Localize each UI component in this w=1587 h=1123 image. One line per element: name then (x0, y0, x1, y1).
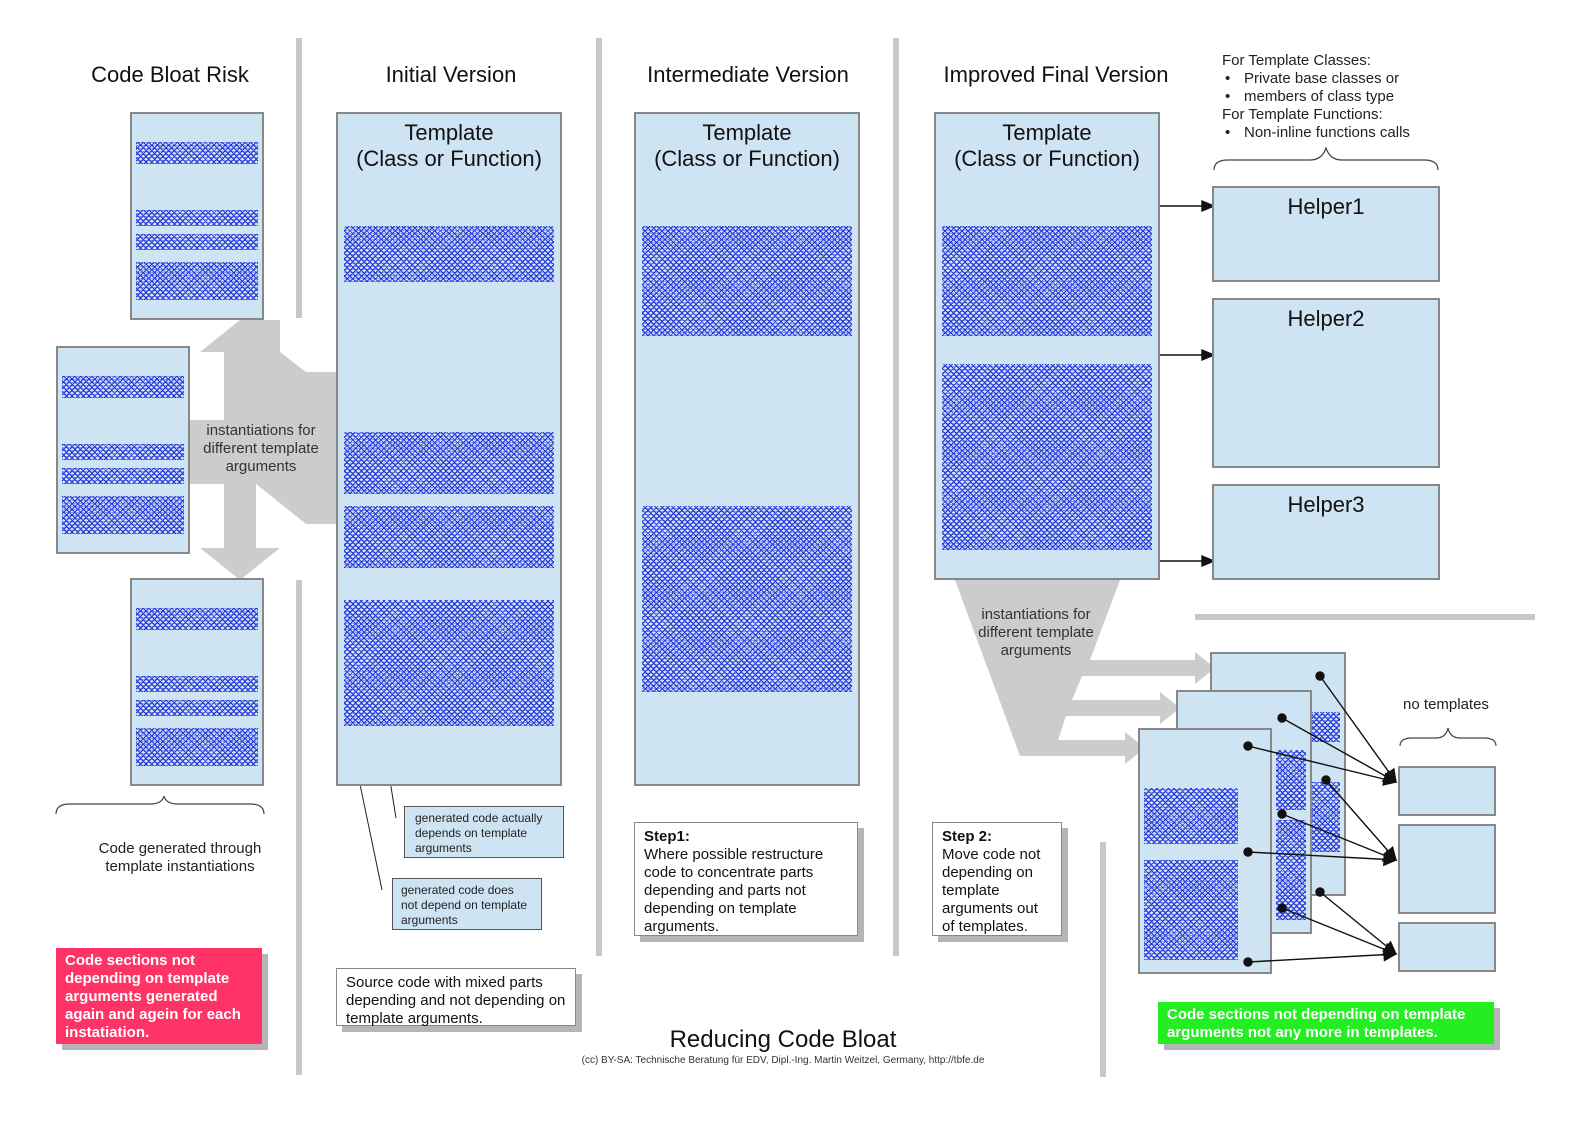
note-not-depends: generated code does not depend on templa… (392, 878, 542, 930)
template-intermediate-title: Template(Class or Function) (654, 120, 840, 171)
note-depends: generated code actually depends on templ… (404, 806, 564, 858)
helper1-box: Helper1 (1212, 186, 1440, 282)
divider-3 (893, 38, 899, 956)
red-callout: Code sections not depending on template … (56, 948, 262, 1044)
brace-helpers (1213, 146, 1439, 171)
instantiation-funnel-right (955, 580, 1215, 764)
divider-2 (596, 38, 602, 956)
divider-4 (1100, 842, 1106, 1077)
brace-generated (55, 795, 265, 815)
divider-1 (296, 38, 302, 318)
instance-bottom (130, 578, 264, 786)
no-template-box-2 (1398, 824, 1496, 914)
footer-credit: (cc) BY-SA: Technische Beratung für EDV,… (581, 1055, 985, 1066)
instantiations-label-right: instantiations for different template ar… (978, 606, 1094, 659)
column-title-improved: Improved Final Version (943, 62, 1169, 87)
instantiations-label-left: instantiations for different template ar… (203, 422, 319, 475)
brace-no-templates (1399, 727, 1497, 747)
instantiation-arrows-left (190, 320, 340, 580)
column-title-bloat: Code Bloat Risk (91, 62, 249, 87)
divider-horizontal (1195, 614, 1535, 620)
no-template-box-3 (1398, 922, 1496, 972)
template-initial-title: Template(Class or Function) (356, 120, 542, 171)
step2-note: Step 2: Move code not depending on templ… (932, 822, 1062, 936)
template-initial: Template(Class or Function) (336, 112, 562, 786)
template-improved-title: Template(Class or Function) (954, 120, 1140, 171)
column-title-intermediate: Intermediate Version (647, 62, 849, 87)
no-template-box-1 (1398, 766, 1496, 816)
instance-top (130, 112, 264, 320)
template-improved: Template(Class or Function) (934, 112, 1160, 580)
green-callout: Code sections not depending on template … (1158, 1002, 1494, 1044)
step1-note: Step1: Where possible restructure code t… (634, 822, 858, 936)
no-templates-label: no templates (1403, 696, 1489, 713)
helper2-box: Helper2 (1212, 298, 1440, 468)
instance-middle (56, 346, 190, 554)
column-title-initial: Initial Version (385, 62, 517, 87)
helper3-box: Helper3 (1212, 484, 1440, 580)
helpers-header: For Template Classes: Private base class… (1222, 52, 1462, 142)
template-intermediate: Template(Class or Function) (634, 112, 860, 786)
final-instance-front (1138, 728, 1272, 974)
divider-1b (296, 580, 302, 1075)
footer-title: Reducing Code Bloat (669, 1026, 897, 1053)
source-note: Source code with mixed parts depending a… (336, 968, 576, 1027)
generated-label: Code generated through template instanti… (98, 840, 262, 875)
